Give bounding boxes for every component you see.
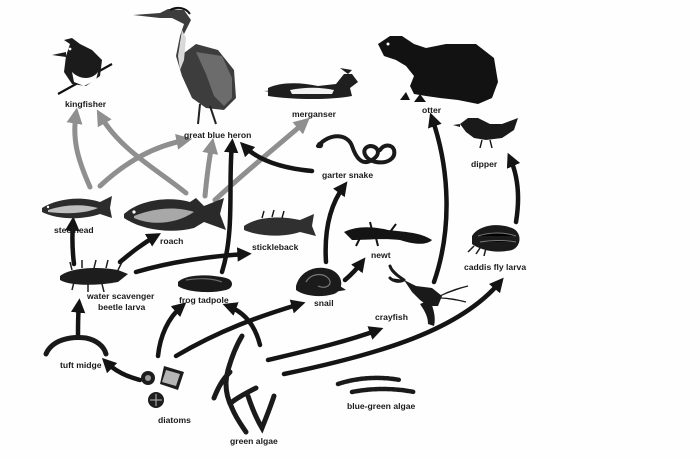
label-diatoms: diatoms bbox=[158, 415, 191, 425]
diatoms-icon bbox=[141, 366, 184, 408]
green-algae-icon bbox=[211, 333, 277, 435]
arrow-layer bbox=[65, 107, 521, 383]
arrow-roach-to-heron bbox=[202, 137, 219, 199]
label-roach: roach bbox=[160, 236, 183, 246]
arrow-tadpole-to-heron bbox=[219, 138, 239, 275]
heron-icon bbox=[133, 6, 236, 125]
label-blue-green-algae: blue-green algae bbox=[347, 401, 416, 411]
label-beetle-line-1: water scavenger bbox=[86, 291, 155, 301]
label-water-scavenger-beetle-larva: water scavenger beetle larva bbox=[86, 291, 157, 312]
arrow-crayfish-to-otter bbox=[428, 112, 449, 285]
roach-icon bbox=[124, 198, 226, 231]
kingfisher-icon bbox=[52, 38, 113, 95]
label-merganser: merganser bbox=[292, 109, 337, 119]
garter-snake-icon bbox=[316, 134, 397, 165]
arrow-snail-to-snake bbox=[323, 181, 348, 265]
midge-icon bbox=[43, 335, 109, 357]
label-tuft-midge: tuft midge bbox=[60, 360, 102, 370]
label-garter-snake: garter snake bbox=[322, 170, 373, 180]
arrow-algae-to-crayfish bbox=[265, 326, 384, 363]
label-great-blue-heron: great blue heron bbox=[184, 130, 251, 140]
label-kingfisher: kingfisher bbox=[65, 99, 107, 109]
label-snail: snail bbox=[314, 298, 334, 308]
arrow-snake-to-heron bbox=[239, 141, 315, 174]
arrow-beetle-to-stickleback bbox=[133, 247, 252, 275]
stickleback-icon bbox=[244, 209, 316, 236]
arrow-snail-to-newt bbox=[342, 257, 366, 283]
blue-green-algae-icon bbox=[335, 375, 417, 395]
label-steelhead: steelhead bbox=[54, 225, 94, 235]
label-caddis-fly-larva: caddis fly larva bbox=[464, 262, 526, 272]
label-layer: kingfisher great blue heron merganser ot… bbox=[54, 99, 526, 446]
merganser-icon bbox=[264, 68, 358, 99]
newt-icon bbox=[344, 221, 432, 247]
arrow-roach-to-merganser bbox=[212, 117, 310, 203]
snail-icon bbox=[296, 267, 346, 297]
arrow-diatoms-to-snail bbox=[173, 299, 306, 359]
arrow-midge-to-beetle bbox=[70, 298, 86, 338]
label-frog-tadpole: frog tadpole bbox=[179, 295, 229, 305]
label-otter: otter bbox=[422, 105, 442, 115]
beetle-larva-icon bbox=[60, 259, 128, 293]
label-green-algae: green algae bbox=[230, 436, 278, 446]
arrow-roach-to-kingfisher bbox=[96, 109, 189, 196]
arrow-steelhead-to-kingfisher bbox=[66, 107, 93, 190]
label-dipper: dipper bbox=[471, 159, 498, 169]
arrow-algae-to-tadpole bbox=[222, 302, 263, 348]
arrow-beetle-to-steelhead bbox=[65, 216, 80, 267]
arrow-diatoms-to-midge bbox=[101, 357, 143, 383]
dipper-icon bbox=[453, 118, 518, 149]
arrow-diatoms-to-tadpole bbox=[155, 302, 187, 359]
arrow-beetle-to-roach bbox=[117, 233, 162, 265]
label-crayfish: crayfish bbox=[375, 312, 408, 322]
arrow-algae-to-caddis bbox=[281, 277, 504, 377]
crayfish-icon bbox=[388, 264, 469, 326]
otter-icon bbox=[378, 36, 498, 104]
caddis-larva-icon bbox=[467, 225, 520, 257]
label-newt: newt bbox=[371, 250, 391, 260]
label-beetle-line-2: beetle larva bbox=[98, 302, 146, 312]
arrow-steelhead-to-heron bbox=[97, 133, 193, 189]
arrow-caddis-to-dipper bbox=[506, 152, 521, 225]
tadpole-icon bbox=[178, 275, 232, 293]
steelhead-icon bbox=[42, 196, 112, 219]
label-stickleback: stickleback bbox=[252, 242, 299, 252]
